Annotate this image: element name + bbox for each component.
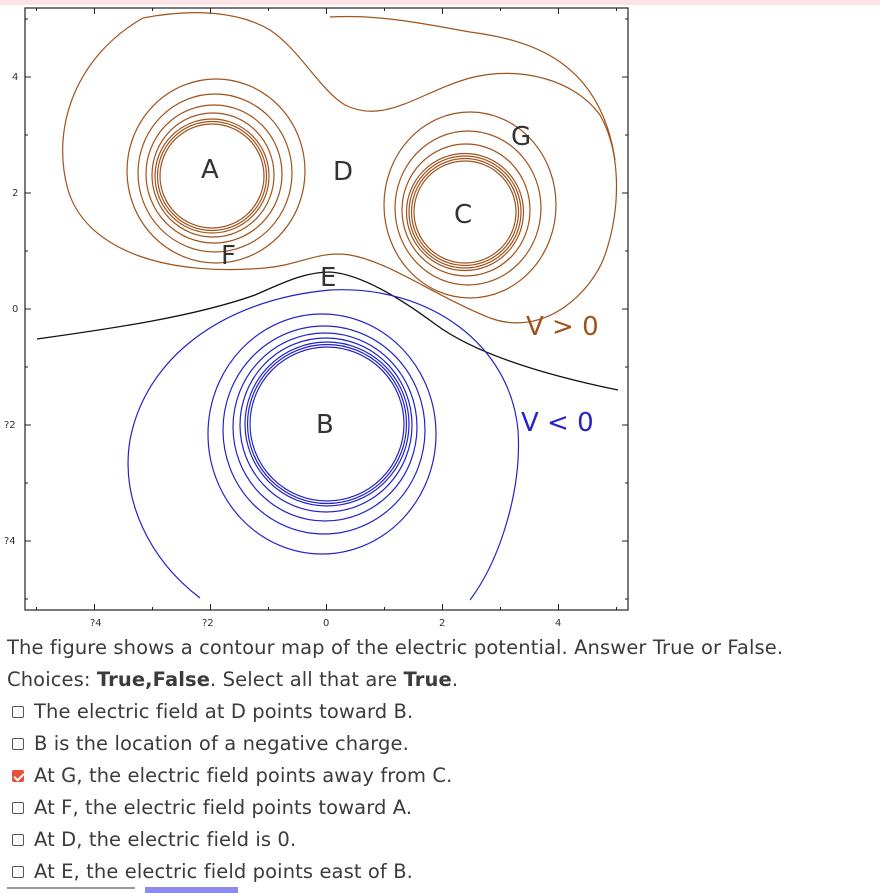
statement-text: At G, the electric field points away fro… — [34, 764, 453, 787]
statement-item[interactable]: B is the location of a negative charge. — [7, 728, 783, 760]
outer-positive-contour — [62, 12, 618, 324]
label-A: A — [201, 155, 219, 185]
x-tick-label: 2 — [439, 618, 445, 629]
label-G: G — [511, 122, 531, 152]
statement-item[interactable]: At F, the electric field points toward A… — [7, 792, 783, 824]
y-tick-label: ?4 — [4, 536, 16, 547]
label-C: C — [454, 200, 472, 230]
statement-text: At E, the electric field points east of … — [34, 860, 413, 883]
choices-line: Choices: True,False. Select all that are… — [7, 664, 783, 696]
statement-checkbox[interactable] — [12, 866, 24, 878]
x-tick-label: ?2 — [202, 618, 214, 629]
outer-positive-contour-2 — [329, 15, 616, 161]
label-B: B — [316, 410, 334, 440]
question-block: The figure shows a contour map of the el… — [7, 632, 783, 888]
x-tick-label: ?4 — [90, 618, 102, 629]
zero-potential-line — [36, 271, 619, 391]
statement-checkbox[interactable] — [12, 738, 24, 750]
y-tick-label: 4 — [12, 72, 18, 83]
statement-checkbox[interactable] — [12, 770, 24, 782]
y-tick-label: 0 — [12, 304, 18, 315]
top-strip — [0, 0, 880, 5]
x-tick-label: 0 — [323, 618, 329, 629]
label-F: F — [221, 241, 236, 271]
choices-values: True,False — [96, 668, 211, 691]
statement-item[interactable]: At D, the electric field is 0. — [7, 824, 783, 856]
statement-text: B is the location of a negative charge. — [34, 732, 409, 755]
question-prompt: The figure shows a contour map of the el… — [7, 636, 784, 659]
contours-around-A — [126, 78, 306, 264]
statement-item[interactable]: At G, the electric field points away fro… — [7, 760, 783, 792]
statement-list: The electric field at D points toward B.… — [7, 696, 783, 888]
select-instruction: Select all that are — [216, 668, 404, 691]
select-period: . — [451, 668, 459, 691]
statement-item[interactable]: The electric field at D points toward B. — [7, 696, 783, 728]
statement-text: The electric field at D points toward B. — [34, 700, 414, 723]
label-v-negative: V < 0 — [521, 408, 594, 438]
x-tick-label: 4 — [555, 618, 561, 629]
axis-ticks — [25, 8, 628, 610]
contour-map-figure: ?4 ?2 0 2 4 4 2 0 ?2 ?4 — [4, 7, 629, 629]
label-E: E — [320, 263, 336, 293]
outer-negative-contour — [127, 289, 520, 601]
statement-checkbox[interactable] — [12, 802, 24, 814]
statement-text: At D, the electric field is 0. — [34, 828, 297, 851]
contours-around-B — [207, 313, 437, 555]
label-D: D — [333, 157, 353, 187]
statement-text: At F, the electric field points toward A… — [34, 796, 413, 819]
statement-item[interactable]: At E, the electric field points east of … — [7, 856, 783, 888]
y-tick-label: ?2 — [4, 420, 16, 431]
choices-prefix: Choices: — [7, 668, 97, 691]
contours-around-C — [383, 111, 557, 299]
submit-button-edge[interactable] — [145, 887, 238, 893]
statement-checkbox[interactable] — [12, 834, 24, 846]
bottom-divider — [7, 887, 135, 889]
plot-frame — [24, 7, 629, 611]
y-tick-label: 2 — [12, 188, 18, 199]
choices-period: . — [210, 668, 217, 691]
select-value: True — [403, 668, 452, 691]
statement-checkbox[interactable] — [12, 706, 24, 718]
label-v-positive: V > 0 — [526, 312, 599, 342]
